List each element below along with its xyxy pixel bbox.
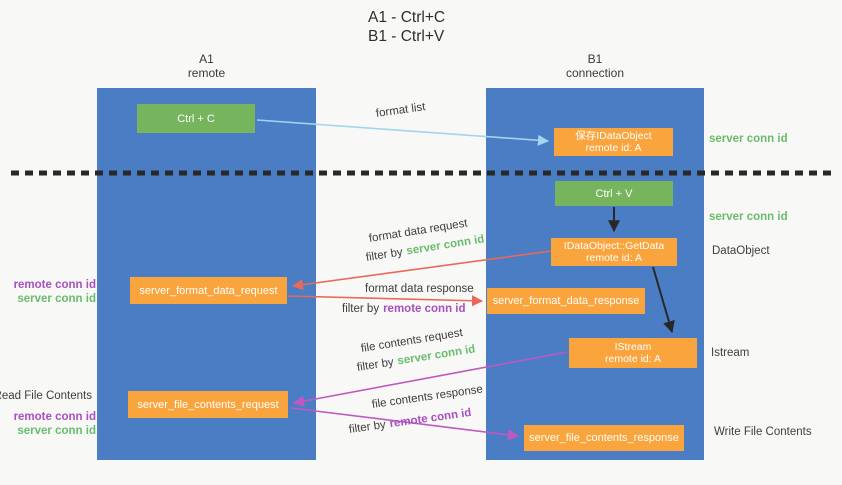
server-file-contents-response-box: server_file_contents_response [524,425,684,451]
getdata-line2: remote id: A [585,252,643,264]
arrow-format-list [256,119,550,146]
flow-format-data-response-label: format data response [365,283,474,295]
server-file-contents-request-box: server_file_contents_request [128,391,288,418]
column-header-b1: B1 connection [486,52,704,80]
istream-line1: IStream [614,340,652,353]
diagram-title: A1 - Ctrl+C B1 - Ctrl+V [368,8,445,46]
filter-by-text-2: filter by [342,303,380,315]
server-file-contents-request-label: server_file_contents_request [137,398,279,411]
server-format-data-response-label: server_format_data_response [492,295,640,307]
ctrl-c-label: Ctrl + C [177,112,215,125]
right-istream-label: Istream [711,347,750,359]
ctrl-c-box: Ctrl + C [137,104,255,133]
save-dataobject-box: 保存IDataObject remote id: A [554,128,673,156]
server-format-data-request-label: server_format_data_request [139,284,278,297]
left-read-file-contents-label: Read File Contents [0,390,92,402]
right-write-file-contents-label: Write File Contents [714,426,812,438]
arrow-format-data-request [291,250,552,291]
server-file-contents-response-label: server_file_contents_response [529,432,679,444]
column-b1-name: B1 [587,52,603,66]
ctrl-v-box: Ctrl + V [555,181,673,206]
left-server-conn-id-1: server conn id [17,293,96,305]
ctrl-v-label: Ctrl + V [595,187,633,200]
left-remote-conn-id-1: remote conn id [13,279,96,291]
istream-line2: remote id: A [604,353,662,365]
server-format-data-request-box: server_format_data_request [130,277,287,304]
arrow-file-contents-request [292,351,568,407]
istream-box: IStream remote id: A [569,338,697,368]
column-header-a1: A1 remote [97,52,316,80]
left-conn-id-block-2: remote conn id server conn id [14,410,96,438]
arrow-file-contents-response [290,407,520,441]
filter-remote-conn-id-1: remote conn id [383,303,466,315]
title-line-2: B1 - Ctrl+V [368,28,445,45]
right-server-conn-id-mid: server conn id [709,211,788,223]
right-server-conn-id-top: server conn id [709,133,788,145]
left-server-conn-id-2: server conn id [17,425,96,437]
title-line-1: A1 - Ctrl+C [368,9,446,26]
getdata-line1: IDataObject::GetData [563,239,665,252]
column-b1-subtitle: connection [565,66,625,80]
column-a1-name: A1 [199,52,214,66]
arrow-format-data-response [287,295,484,307]
getdata-box: IDataObject::GetData remote id: A [551,238,677,266]
server-format-data-response-box: server_format_data_response [487,288,645,314]
left-conn-id-block-1: remote conn id server conn id [14,278,96,306]
arrow-getdata-to-istream [652,266,675,334]
right-dataobject-label: DataObject [712,245,770,257]
save-dataobject-line2: remote id: A [585,142,642,154]
save-dataobject-line1: 保存IDataObject [575,129,652,142]
column-a1-subtitle: remote [187,66,226,80]
left-remote-conn-id-2: remote conn id [13,411,96,423]
